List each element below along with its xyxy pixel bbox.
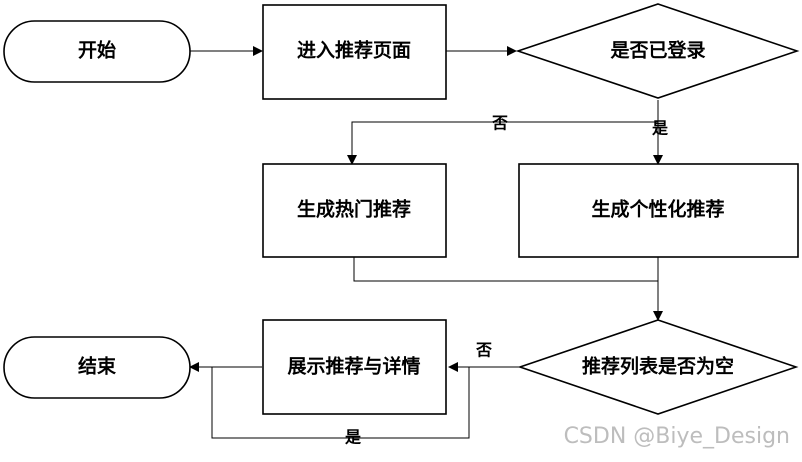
watermark-text: CSDN @Biye_Design: [564, 424, 790, 449]
empty-no-label: 否: [475, 341, 492, 360]
empty-check-diamond: [517, 319, 799, 415]
login-check-diamond: [515, 3, 800, 99]
start-label: 开始: [78, 39, 116, 62]
personal-recommend-label: 生成个性化推荐: [591, 198, 724, 221]
edge-login-no-to-hot: [347, 100, 659, 165]
login-check-label: 是否已登录: [610, 39, 705, 62]
personal-recommend-box: [518, 163, 799, 258]
show-details-label: 展示推荐与详情: [287, 355, 420, 378]
end-terminal: [3, 336, 191, 399]
enter-page-label: 进入推荐页面: [297, 39, 411, 62]
empty-yes-label: 是: [344, 428, 361, 447]
show-details-box: [262, 319, 447, 415]
enter-page-box: [262, 4, 447, 100]
empty-check-label: 推荐列表是否为空: [582, 355, 734, 378]
login-yes-label: 是: [651, 119, 668, 138]
edge-empty-yes-loop: [211, 367, 470, 439]
start-terminal: [3, 20, 191, 83]
login-no-label: 否: [491, 114, 508, 133]
edge-hot-to-merge: [353, 257, 658, 282]
end-label: 结束: [78, 355, 117, 378]
hot-recommend-box: [262, 163, 447, 258]
hot-recommend-label: 生成热门推荐: [297, 198, 411, 221]
